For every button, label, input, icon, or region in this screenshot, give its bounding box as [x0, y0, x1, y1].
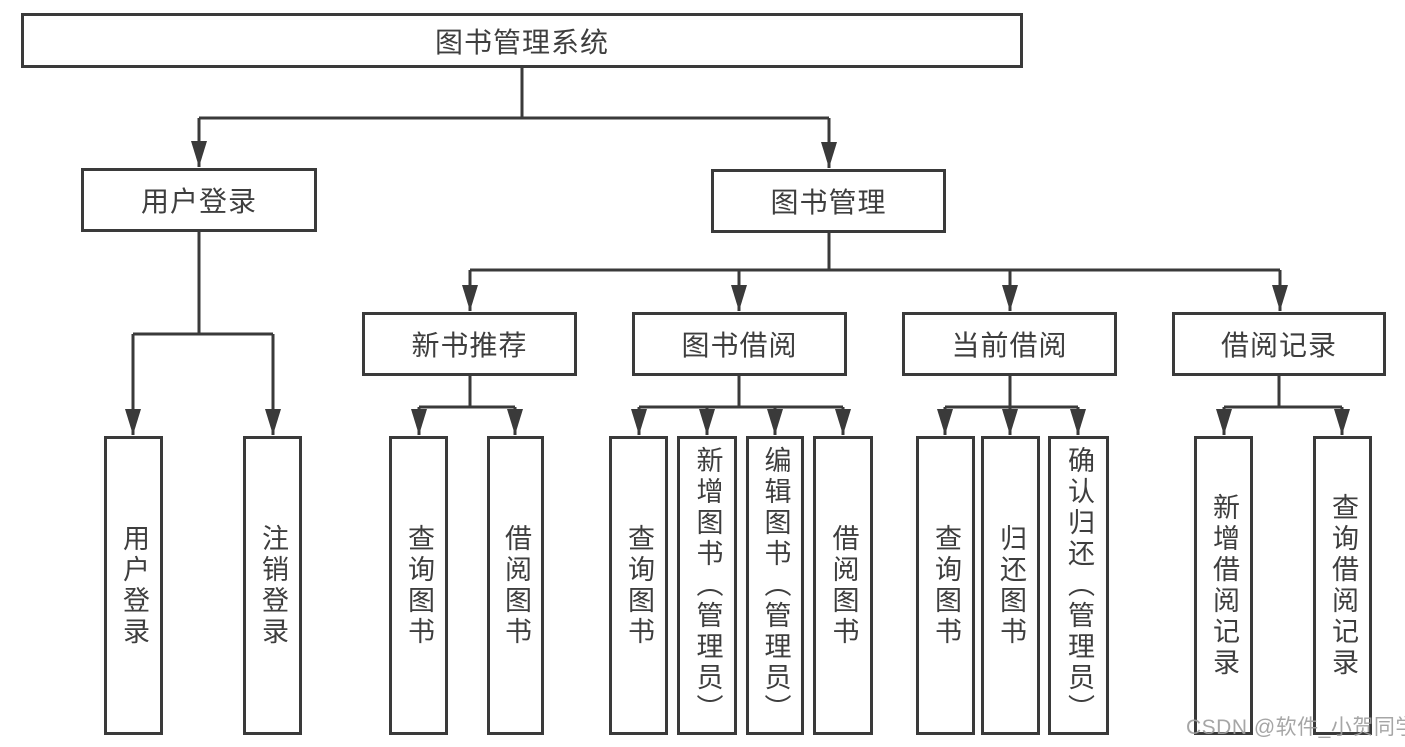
node-borrow-records: 借阅记录 [1172, 312, 1386, 376]
leaf-label: 新增借阅记录 [1209, 492, 1239, 679]
leaf-label: 新增图书（管理员） [692, 446, 723, 725]
leaf-label: 注销登录 [258, 523, 288, 648]
node-book-borrow: 图书借阅 [632, 312, 847, 376]
leaf-borrow-books-recommend: 借阅图书 [487, 436, 544, 735]
leaf-confirm-return-admin: 确认归还（管理员） [1048, 436, 1109, 735]
node-user-login: 用户登录 [81, 168, 317, 232]
leaf-user-login: 用户登录 [104, 436, 163, 735]
leaf-label: 借阅图书 [828, 523, 859, 648]
node-current-borrow: 当前借阅 [902, 312, 1117, 376]
leaf-label: 用户登录 [119, 523, 149, 648]
leaf-return-book: 归还图书 [981, 436, 1040, 735]
node-book-management: 图书管理 [711, 169, 946, 233]
leaf-borrow-books: 借阅图书 [813, 436, 873, 735]
leaf-label: 借阅图书 [501, 523, 531, 648]
leaf-label: 确认归还（管理员） [1064, 446, 1094, 725]
leaf-edit-book-admin: 编辑图书（管理员） [746, 436, 804, 735]
leaf-label: 编辑图书（管理员） [760, 446, 791, 725]
leaf-query-books-recommend: 查询图书 [389, 436, 448, 735]
leaf-query-borrow-record: 查询借阅记录 [1313, 436, 1372, 735]
node-root-system: 图书管理系统 [21, 13, 1023, 68]
leaf-label: 查询图书 [931, 523, 961, 648]
watermark-text: CSDN @软件_小贺同学 [1186, 716, 1405, 739]
leaf-logout: 注销登录 [243, 436, 302, 735]
leaf-query-books-current: 查询图书 [916, 436, 975, 735]
leaf-label: 查询图书 [624, 523, 654, 648]
leaf-label: 查询借阅记录 [1328, 492, 1358, 679]
leaf-query-books-borrow: 查询图书 [609, 436, 668, 735]
leaf-add-book-admin: 新增图书（管理员） [677, 436, 737, 735]
node-new-book-recommend: 新书推荐 [362, 312, 577, 376]
leaf-label: 归还图书 [996, 523, 1026, 648]
leaf-label: 查询图书 [404, 523, 434, 648]
leaf-add-borrow-record: 新增借阅记录 [1194, 436, 1253, 735]
